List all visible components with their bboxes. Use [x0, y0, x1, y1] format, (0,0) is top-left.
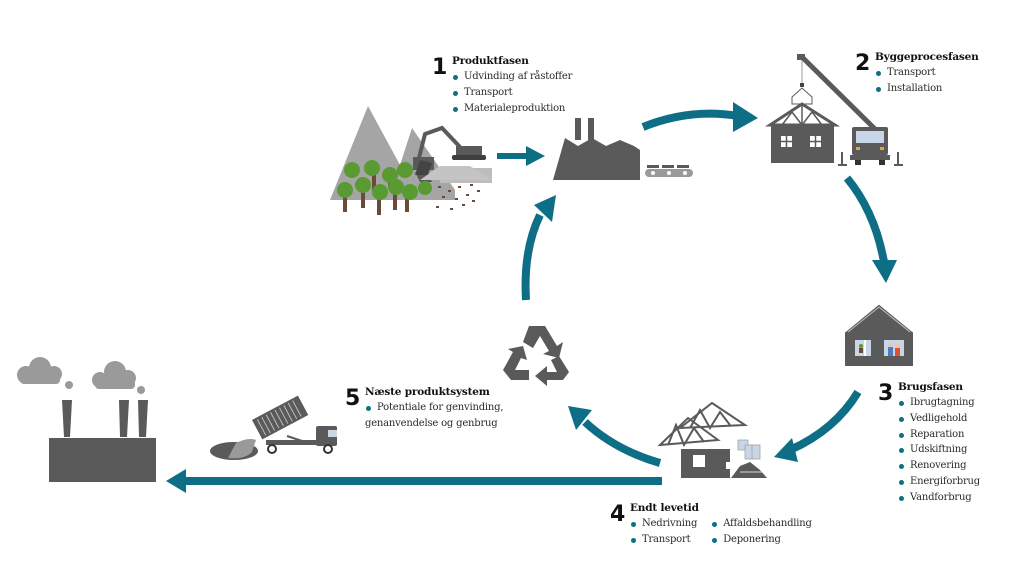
phase-number: 1	[432, 55, 448, 80]
phase-items-column-1: Nedrivning Transport	[630, 516, 697, 548]
gravel-pile-icon	[420, 166, 492, 180]
demolition-illustration	[657, 401, 767, 478]
smoke-cloud-icon	[17, 357, 145, 394]
phase-number: 5	[345, 386, 361, 411]
phase-items: Nedrivning Transport Affaldsbehandling D…	[630, 516, 812, 548]
phase-number: 3	[878, 381, 894, 406]
extraction-illustration	[330, 106, 492, 215]
house-with-people-icon	[844, 303, 914, 366]
phase-number: 2	[855, 51, 871, 76]
list-item: Transport	[452, 85, 572, 101]
flow-arrow-phase4-to-power-plant	[166, 469, 662, 493]
list-item: Vedligehold	[898, 411, 980, 427]
flow-arrow-phase4-to-recycle	[568, 406, 662, 467]
house-frame-icon	[764, 60, 841, 163]
list-item: Udvinding af råstoffer	[452, 69, 572, 85]
flow-arrow-phase3-to-phase4	[774, 389, 862, 462]
phase-title: Brugsfasen	[898, 381, 963, 393]
phase-items: Udvinding af råstoffer Transport Materia…	[452, 69, 572, 116]
flow-arrow-recycle-to-phase1	[521, 195, 556, 301]
list-item: Udskiftning	[898, 442, 980, 458]
dirt-dots	[436, 184, 480, 210]
list-item: Potentiale for genvinding,	[365, 400, 504, 416]
ruined-wall-icon	[681, 449, 730, 478]
phase-title: Byggeprocesfasen	[875, 51, 979, 63]
list-item: Vandforbrug	[898, 490, 980, 506]
list-item: Ibrugtagning	[898, 395, 980, 411]
factory-icon	[553, 118, 693, 180]
phase-title: Endt levetid	[630, 502, 699, 514]
roof-truss-icon	[657, 401, 749, 448]
glass-panes-icon	[737, 439, 761, 460]
list-item: Deponering	[711, 532, 812, 548]
phase-number: 4	[610, 502, 626, 527]
list-item: Installation	[875, 81, 942, 97]
phase-items: Potentiale for genvinding,	[365, 400, 504, 416]
crane-truck-icon	[797, 54, 903, 166]
phase-items-column-2: Affaldsbehandling Deponering	[711, 516, 812, 548]
dump-truck-icon	[210, 395, 337, 460]
list-item: Transport	[875, 65, 942, 81]
flow-arrow-phase1-to-phase2	[641, 102, 758, 132]
phase-title: Produktfasen	[452, 55, 529, 67]
list-item: Nedrivning	[630, 516, 697, 532]
phase-title: Næste produktsystem	[365, 386, 490, 398]
phase-items: Transport Installation	[875, 65, 942, 97]
list-item: Affaldsbehandling	[711, 516, 812, 532]
list-item: Energiforbrug	[898, 474, 980, 490]
trees-icon	[337, 160, 432, 215]
flow-arrow-extraction-to-factory	[497, 146, 545, 166]
construction-illustration	[764, 54, 903, 166]
list-item: Renovering	[898, 458, 980, 474]
recycle-icon	[503, 326, 569, 386]
list-item: Materialeproduktion	[452, 101, 572, 117]
list-item: Reparation	[898, 427, 980, 443]
list-item: Transport	[630, 532, 697, 548]
phase-items: Ibrugtagning Vedligehold Reparation Udsk…	[898, 395, 980, 506]
flow-arrow-phase2-to-phase3	[843, 175, 897, 283]
list-item-continuation: genanvendelse og genbrug	[365, 418, 498, 429]
bricks-pile-icon	[731, 462, 767, 478]
power-plant-icon	[17, 357, 156, 482]
